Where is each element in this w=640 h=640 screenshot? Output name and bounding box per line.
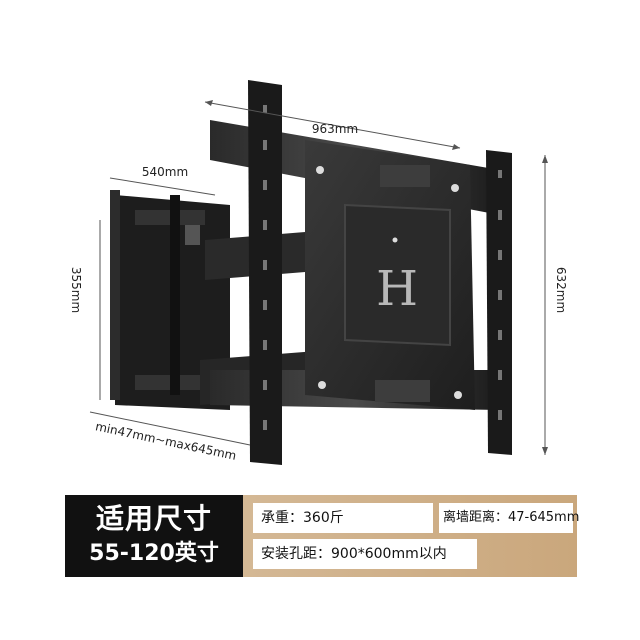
- bracket-height-dimension-label: 355mm: [69, 267, 83, 313]
- arm-depth-dimension-label: 540mm: [142, 165, 188, 179]
- spec-title-block: 适用尺寸 55-120英寸: [65, 495, 243, 577]
- wall-bracket: ↑: [110, 190, 234, 410]
- screen-size-range: 55-120英寸: [89, 541, 219, 566]
- arrow-head-icon: [205, 100, 213, 106]
- plate-height-dimension-label: 632mm: [554, 267, 568, 313]
- spec-panel: 适用尺寸 55-120英寸 承重：360斤 离墙距离：47-645mm 安装孔距…: [65, 495, 579, 577]
- center-plate: H: [305, 140, 475, 410]
- brand-logo-letter: H: [376, 261, 418, 317]
- width-dimension-label: 963mm: [312, 122, 358, 136]
- wall-distance-chip: 离墙距离：47-645mm: [439, 503, 579, 533]
- arrow-head-icon: [542, 155, 548, 163]
- spec-title: 适用尺寸: [95, 502, 212, 535]
- mounting-rails: [248, 80, 512, 465]
- hole-spacing-chip: 安装孔距：900*600mm以内: [253, 539, 477, 569]
- dimension-lines: [89, 101, 546, 455]
- arrow-head-icon: [452, 144, 460, 150]
- extension-dimension-label: min47mm~max645mm: [94, 419, 238, 463]
- arrow-head-icon: [542, 447, 548, 455]
- load-capacity-chip: 承重：360斤: [253, 503, 433, 533]
